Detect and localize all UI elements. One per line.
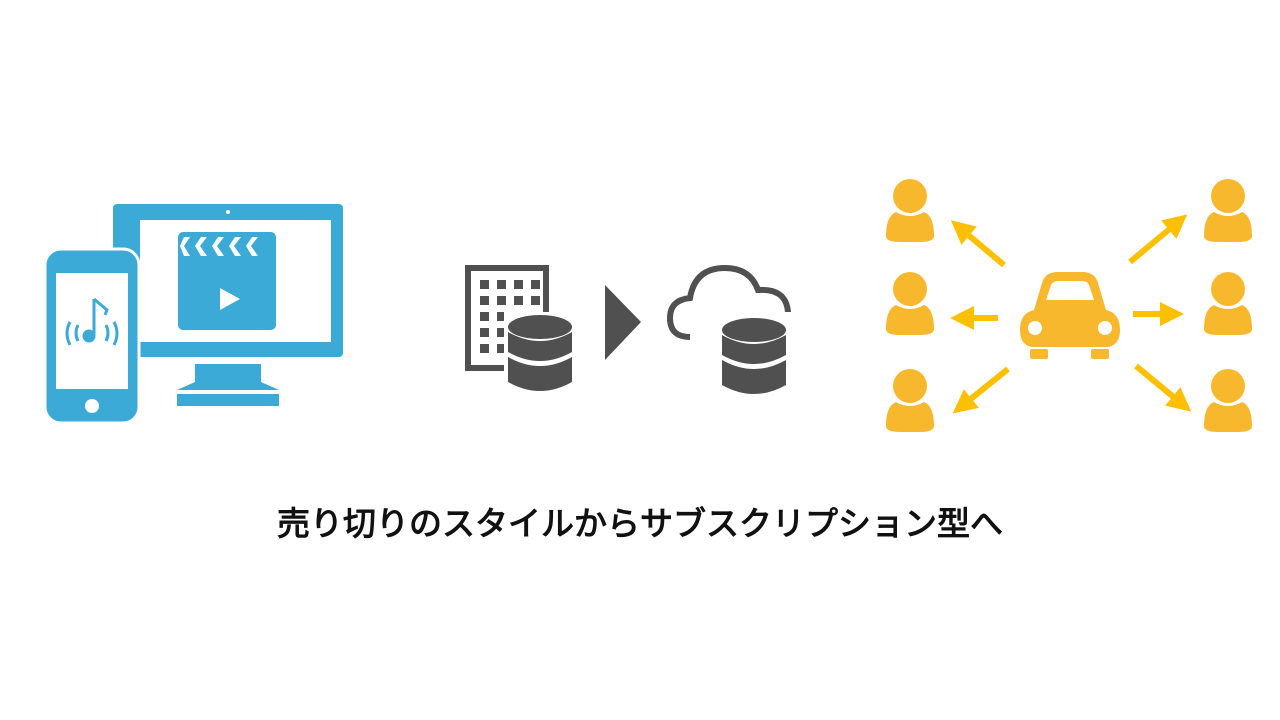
cloud-database-icon — [666, 264, 792, 402]
person-icon — [1204, 369, 1252, 432]
person-icon — [886, 179, 934, 242]
arrow-icon — [950, 220, 1006, 268]
smartphone-music-icon — [43, 247, 141, 425]
person-icon — [1204, 272, 1252, 335]
triangle-arrow-icon — [605, 285, 641, 360]
monitor-video-icon — [113, 204, 343, 406]
caption-text: 売り切りのスタイルからサブスクリプション型へ — [277, 504, 1003, 543]
arrow-icon — [1134, 363, 1192, 412]
person-icon — [886, 272, 934, 335]
person-icon — [886, 369, 934, 432]
building-database-icon — [465, 265, 576, 400]
car-icon — [1020, 272, 1120, 359]
arrow-icon — [1128, 214, 1188, 265]
person-icon — [1204, 179, 1252, 242]
arrow-icon — [952, 366, 1010, 414]
